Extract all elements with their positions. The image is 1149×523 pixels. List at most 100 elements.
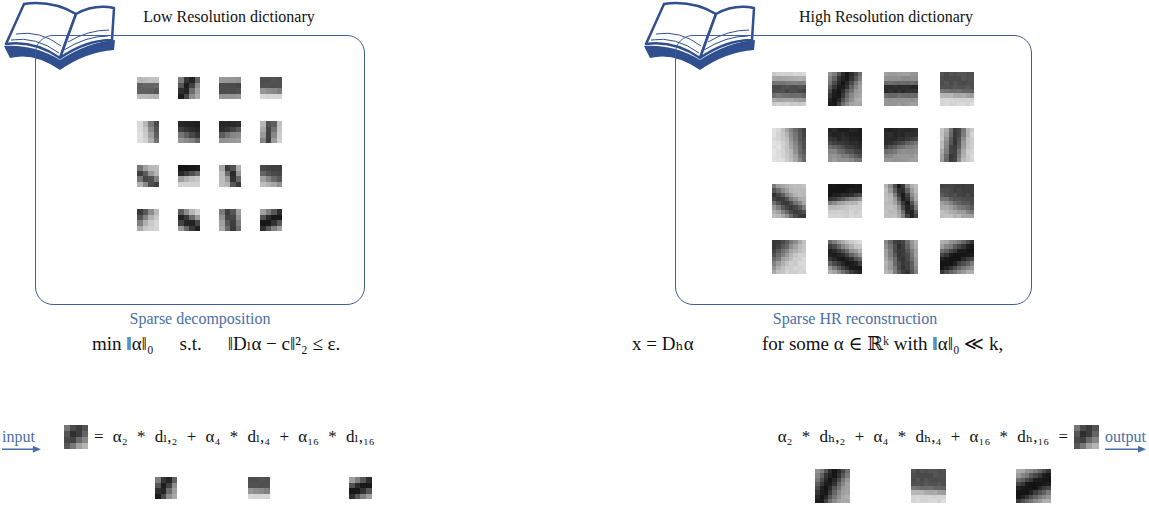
patch-pixel (781, 149, 786, 154)
patch-pixel (154, 220, 160, 226)
flow-label: output (1105, 427, 1146, 446)
patch-pixel (928, 490, 933, 495)
patch-pixel (802, 188, 807, 193)
patch-pixel (837, 495, 842, 500)
patch-pixel (266, 94, 272, 100)
patch-pixel (1016, 486, 1021, 491)
patch-pixel (143, 77, 149, 83)
patch-pixel (858, 154, 863, 159)
patch-pixel (888, 205, 893, 210)
patch-pixel (143, 88, 149, 94)
patch-pixel (781, 145, 786, 150)
arrow-head (33, 446, 41, 453)
patch-pixel (266, 88, 272, 94)
patch-pixel (858, 85, 863, 90)
patch-pixel (178, 215, 184, 221)
patch-pixel (837, 244, 842, 249)
patch-pixel (225, 226, 231, 232)
patch-pixel (949, 184, 954, 189)
patch-pixel (785, 145, 790, 150)
patch-pixel (944, 93, 949, 98)
patch-pixel (953, 197, 958, 202)
patch-pixel (236, 176, 242, 182)
patch-pixel (944, 205, 949, 210)
patch-pixel (798, 141, 803, 146)
patch-pixel (785, 158, 790, 163)
patch-pixel (832, 102, 837, 107)
patch-pixel (137, 176, 143, 182)
patch-pixel (957, 76, 962, 81)
patch-pixel (154, 94, 160, 100)
patch-pixel (966, 193, 971, 198)
patch-pixel (1074, 425, 1080, 431)
patch-pixel (166, 483, 172, 489)
patch-pixel (957, 257, 962, 262)
patch-pixel (893, 240, 898, 245)
patch-pixel (944, 89, 949, 94)
patch-pixel (901, 128, 906, 133)
patch-pixel (949, 128, 954, 133)
patch-pixel (815, 486, 820, 491)
patch-pixel (910, 257, 915, 262)
patch-pixel (841, 244, 846, 249)
patch-pixel (897, 137, 902, 142)
patch-pixel (802, 128, 807, 133)
patch-pixel (785, 266, 790, 271)
patch-pixel (178, 165, 184, 171)
patch-pixel (849, 98, 854, 103)
patch-pixel (1042, 482, 1047, 487)
patch-pixel (949, 205, 954, 210)
patch-pixel (841, 184, 846, 189)
patch-pixel (776, 145, 781, 150)
patch-pixel (924, 499, 929, 504)
patch-pixel (277, 165, 283, 171)
patch-pixel (911, 473, 916, 478)
patch-pixel (949, 102, 954, 107)
patch-pixel (897, 240, 902, 245)
patch-pixel (837, 132, 842, 137)
patch-pixel (953, 266, 958, 271)
patch-pixel (940, 188, 945, 193)
patch-pixel (1080, 437, 1086, 443)
patch-pixel (949, 249, 954, 254)
patch-pixel (966, 128, 971, 133)
patch-pixel (966, 253, 971, 258)
patch-pixel (849, 197, 854, 202)
patch-pixel (798, 244, 803, 249)
patch-pixel (225, 77, 231, 83)
patch-pixel (230, 171, 236, 177)
patch-pixel (940, 89, 945, 94)
patch-pixel (802, 253, 807, 258)
patch-pixel (828, 72, 833, 77)
patch-pixel (901, 249, 906, 254)
patch-pixel (916, 473, 921, 478)
patch-pixel (82, 431, 88, 437)
patch-pixel (920, 499, 925, 504)
patch-pixel (841, 85, 846, 90)
patch-pixel (1025, 495, 1030, 500)
patch-pixel (260, 121, 266, 127)
lr-atom-patch (219, 121, 241, 143)
patch-pixel (832, 473, 837, 478)
patch-pixel (195, 94, 201, 100)
patch-pixel (914, 128, 919, 133)
patch-pixel (143, 121, 149, 127)
patch-pixel (897, 210, 902, 215)
patch-pixel (781, 98, 786, 103)
patch-pixel (772, 188, 777, 193)
patch-pixel (184, 165, 190, 171)
patch-pixel (944, 81, 949, 86)
patch-pixel (785, 197, 790, 202)
patch-pixel (837, 266, 842, 271)
patch-pixel (953, 72, 958, 77)
patch-pixel (266, 132, 272, 138)
patch-pixel (793, 266, 798, 271)
patch-pixel (789, 81, 794, 86)
patch-pixel (901, 85, 906, 90)
hr-atom-patch (828, 128, 862, 162)
patch-pixel (845, 210, 850, 215)
patch-pixel (219, 182, 225, 188)
patch-pixel (893, 141, 898, 146)
patch-pixel (961, 210, 966, 215)
patch-pixel (893, 72, 898, 77)
